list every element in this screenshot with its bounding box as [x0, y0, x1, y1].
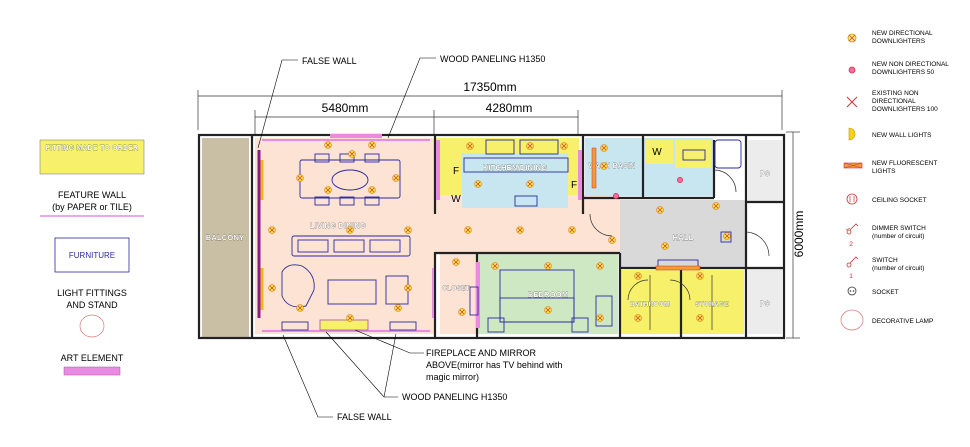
room-kitchen: KITCHEN/DINING [483, 163, 547, 172]
callout-false-wall-bottom: FALSE WALL [337, 412, 392, 422]
non-directional-downlighter-1 [677, 177, 683, 183]
light-fittings-label: LIGHT FITTINGS [57, 288, 127, 298]
legend-left: FITTING MADE TO ORDER FEATURE WALL (by P… [39, 139, 145, 376]
svg-text:SOCKET: SOCKET [872, 289, 899, 296]
socket-icon [847, 286, 857, 296]
room-balcony: BALCONY [206, 233, 244, 242]
room-fills [202, 138, 782, 338]
kitchen-width-dim: 4280mm [486, 101, 533, 115]
room-ps-bottom: PS [760, 299, 770, 308]
svg-text:NEW NON DIRECTIONAL: NEW NON DIRECTIONAL [872, 61, 949, 68]
room-closet: CLOSET [442, 285, 470, 292]
ps-bottom-area [748, 268, 782, 334]
room-hall: HALL [673, 233, 694, 242]
callout-fireplace-1: FIREPLACE AND MIRROR [426, 348, 537, 358]
callout-fireplace-2: ABOVE(mirror has TV behind with [426, 360, 562, 370]
fitting-made-swatch [39, 139, 145, 175]
feature-wall-sublabel: (by PAPER or TILE) [52, 202, 132, 212]
svg-text:LIGHTS: LIGHTS [872, 168, 896, 175]
room-w1: W [652, 147, 662, 158]
svg-text:NEW DIRECTIONAL: NEW DIRECTIONAL [872, 30, 933, 37]
ps-top-area [748, 140, 782, 202]
fluorescent-lights [591, 147, 701, 271]
svg-text:DIMMER SWITCH: DIMMER SWITCH [872, 225, 926, 232]
dining-table [331, 169, 369, 191]
non-directional-downlighter-2 [613, 193, 619, 199]
svg-text:DIRECTIONAL: DIRECTIONAL [872, 98, 916, 105]
room-bathroom: BATHROOM [630, 301, 669, 308]
overall-width-dim: 17350mm [463, 80, 516, 94]
svg-text:NEW FLUORESCENT: NEW FLUORESCENT [872, 160, 937, 167]
dimmer-switch-icon [846, 229, 852, 235]
sink-cabinet [675, 140, 711, 168]
furniture-swatch [54, 237, 130, 273]
room-f2: F [571, 180, 577, 191]
sofa [291, 235, 411, 257]
svg-text:CEILING SOCKET: CEILING SOCKET [872, 197, 927, 204]
toilet [714, 139, 742, 169]
feature-wall-label: FEATURE WALL [58, 190, 126, 200]
balcony-area [202, 138, 249, 338]
room-bedroom: BEDROOM [528, 290, 569, 299]
room-living-dining: LIVING DINING [310, 221, 366, 230]
svg-text:EXISTING NON: EXISTING NON [872, 90, 919, 97]
doors [589, 169, 770, 301]
svg-text:1: 1 [849, 273, 853, 280]
svg-text:NEW WALL LIGHTS: NEW WALL LIGHTS [872, 132, 932, 139]
downlighters [268, 141, 731, 322]
callouts: FALSE WALL WOOD PANELING H1350 FIREPLACE… [257, 54, 562, 422]
svg-text:DOWNLIGHTERS 50: DOWNLIGHTERS 50 [872, 69, 935, 76]
fireplace [319, 319, 369, 331]
art-element-swatch [63, 366, 121, 376]
switch-icon [846, 262, 852, 268]
callout-false-wall-top: FALSE WALL [302, 56, 357, 66]
decorative-lamp-icon [840, 309, 864, 331]
new-non-directional-icon [848, 66, 856, 74]
svg-text:DOWNLIGHTERS: DOWNLIGHTERS [872, 38, 926, 45]
callout-wood-paneling-top: WOOD PANELING H1350 [440, 54, 545, 64]
walls [197, 133, 786, 340]
room-labels: BALCONY LIVING DINING KITCHEN/DINING WAS… [206, 147, 771, 308]
room-w2: W [451, 194, 461, 205]
living-width-dim: 5480mm [322, 101, 369, 115]
svg-text:DECORATIVE LAMP: DECORATIVE LAMP [872, 318, 933, 325]
furniture-label: FURNITURE [69, 251, 115, 260]
callout-wood-paneling-bottom: WOOD PANELING H1350 [402, 392, 507, 402]
art-element-label: ART ELEMENT [61, 353, 124, 363]
light-fittings-sublabel: AND STAND [66, 300, 118, 310]
overall-depth-dim: 6000mm [792, 211, 806, 258]
room-ps-top: PS [760, 169, 770, 178]
svg-text:2: 2 [849, 241, 853, 248]
svg-text:DOWNLIGHTERS 100: DOWNLIGHTERS 100 [872, 106, 938, 113]
w-cabinet [645, 140, 673, 164]
armchair [281, 264, 315, 308]
ceiling-socket-icon [846, 193, 858, 205]
svg-text:(number of circuit): (number of circuit) [872, 233, 924, 240]
room-storage: STORAGE [695, 301, 729, 308]
wall-light-icon [848, 127, 856, 141]
fitting-made-label: FITTING MADE TO ORDER [46, 145, 139, 152]
coffee-table [327, 279, 377, 305]
light-fitting-swatch [79, 314, 105, 338]
room-f1: F [453, 166, 459, 177]
room-wash-basin: WASH BASIN [589, 163, 636, 170]
svg-text:SWITCH: SWITCH [872, 257, 898, 264]
legend-right: NEW DIRECTIONAL DOWNLIGHTERS NEW NON DIR… [840, 30, 949, 331]
svg-text:(number of circuit): (number of circuit) [872, 265, 924, 272]
callout-fireplace-3: magic mirror) [426, 372, 479, 382]
dimension-lines: 17350mm 5480mm 4280mm 6000mm [197, 80, 806, 339]
